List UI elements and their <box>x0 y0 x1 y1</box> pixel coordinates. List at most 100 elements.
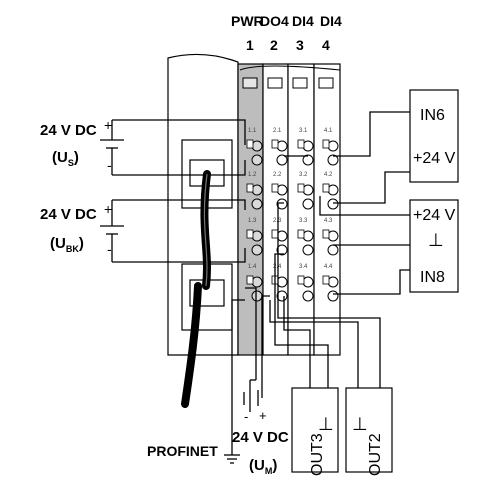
terminal-clamp[interactable] <box>276 154 288 166</box>
supply-um-plus: + <box>259 408 267 423</box>
terminal-clamp[interactable] <box>327 290 339 302</box>
supply-um-symbol: (UM) <box>249 457 277 476</box>
ground-icon <box>224 299 245 464</box>
terminal-clamp[interactable] <box>251 184 263 196</box>
terminal-clamp[interactable] <box>251 290 263 302</box>
module-label-di4-b: DI4 <box>320 13 342 29</box>
terminal-label: 2.1 <box>273 128 282 134</box>
terminal-clamp[interactable] <box>251 244 263 256</box>
terminal-clamp[interactable] <box>327 244 339 256</box>
terminal-release-button[interactable] <box>297 139 305 149</box>
terminal-clamp[interactable] <box>302 154 314 166</box>
terminal-clamp[interactable] <box>327 154 339 166</box>
module-label-di4-a: DI4 <box>292 13 314 29</box>
slot-number-2: 2 <box>270 37 278 53</box>
terminal-clamp[interactable] <box>276 198 288 210</box>
terminal-release-button[interactable] <box>246 183 254 193</box>
supply-um-minus: - <box>244 409 248 424</box>
supply-us-minus: - <box>107 157 112 173</box>
terminal-clamp[interactable] <box>302 198 314 210</box>
terminal-label: 4.1 <box>324 128 333 134</box>
terminal-clamp[interactable] <box>251 140 263 152</box>
terminal-release-button[interactable] <box>271 229 279 239</box>
terminal-clamp[interactable] <box>276 244 288 256</box>
device-in8-name: IN8 <box>420 269 445 286</box>
io-module-strip <box>237 63 341 356</box>
supply-ubk-minus: - <box>107 241 112 257</box>
supply-ubk-voltage: 24 V DC <box>40 206 97 223</box>
supply-us: 24 V DC (US) + - <box>40 117 246 176</box>
slot-number-3: 3 <box>296 37 304 53</box>
module-header: PWR DO4 DI4 DI4 1 2 3 4 <box>231 13 342 53</box>
supply-ubk: 24 V DC (UBK) + - <box>40 199 246 263</box>
terminal-label: 4.3 <box>324 218 333 224</box>
terminal-label: 4.4 <box>324 264 333 270</box>
terminal-release-button[interactable] <box>271 183 279 193</box>
supply-ubk-symbol: (UBK) <box>50 235 84 254</box>
terminal-label: 1.3 <box>248 218 257 224</box>
terminal-label: 2.2 <box>273 172 282 178</box>
device-in8: +24 V ⊥ IN8 <box>319 196 459 295</box>
slot-number-1: 1 <box>246 37 254 53</box>
terminal-release-button[interactable] <box>246 275 254 285</box>
device-out3-ground: ⊥ <box>318 414 334 434</box>
supply-us-symbol: (US) <box>52 149 79 168</box>
terminal-release-button[interactable] <box>322 183 330 193</box>
module-label-do4: DO4 <box>260 13 289 29</box>
terminal-clamp[interactable] <box>302 230 314 242</box>
terminal-label: 1.1 <box>248 128 257 134</box>
device-in6-name: IN6 <box>420 107 445 124</box>
terminal-clamp[interactable] <box>276 184 288 196</box>
supply-um: - + 24 V DC (UM) <box>232 287 289 476</box>
profinet-cable: PROFINET <box>147 170 218 459</box>
supply-um-voltage: 24 V DC <box>232 429 289 446</box>
profinet-label: PROFINET <box>147 443 218 459</box>
terminal-clamp[interactable] <box>302 276 314 288</box>
terminal-release-button[interactable] <box>271 139 279 149</box>
terminal-label: 3.1 <box>299 128 308 134</box>
terminal-release-button[interactable] <box>297 275 305 285</box>
device-out3: OUT3 ⊥ <box>274 253 339 476</box>
terminal-release-button[interactable] <box>297 229 305 239</box>
terminal-release-button[interactable] <box>246 229 254 239</box>
terminal-label: 3.2 <box>299 172 308 178</box>
terminal-clamp[interactable] <box>251 198 263 210</box>
slot-number-4: 4 <box>322 37 330 53</box>
terminal-clamp[interactable] <box>327 276 339 288</box>
terminal-clamp[interactable] <box>276 140 288 152</box>
device-out2: OUT2 ⊥ <box>269 202 393 476</box>
device-out2-ground: ⊥ <box>352 414 368 434</box>
terminal-clamp[interactable] <box>251 230 263 242</box>
terminal-clamp[interactable] <box>302 244 314 256</box>
terminal-clamp[interactable] <box>302 140 314 152</box>
terminal-label: 3.4 <box>299 264 308 270</box>
terminal-clamp[interactable] <box>302 184 314 196</box>
terminal-release-button[interactable] <box>322 229 330 239</box>
terminal-clamp[interactable] <box>327 230 339 242</box>
terminal-clamp[interactable] <box>302 290 314 302</box>
terminal-clamp[interactable] <box>327 140 339 152</box>
terminal-release-button[interactable] <box>297 183 305 193</box>
supply-us-plus: + <box>104 117 112 133</box>
terminal-release-button[interactable] <box>246 139 254 149</box>
terminal-label: 4.2 <box>324 172 333 178</box>
terminal-release-button[interactable] <box>322 139 330 149</box>
device-in6: IN6 +24 V <box>284 89 459 204</box>
terminal-clamp[interactable] <box>251 276 263 288</box>
module-label-pwr: PWR <box>231 13 264 29</box>
device-out3-name: OUT3 <box>309 433 326 476</box>
device-in8-ground: ⊥ <box>428 230 444 250</box>
terminal-clamp[interactable] <box>327 198 339 210</box>
terminal-label: 3.3 <box>299 218 308 224</box>
terminal-clamp[interactable] <box>251 154 263 166</box>
device-out2-name: OUT2 <box>367 433 384 476</box>
terminal-label: 1.4 <box>248 264 257 270</box>
supply-ubk-plus: + <box>104 201 112 217</box>
device-in6-supply: +24 V <box>413 150 456 167</box>
terminal-label: 1.2 <box>248 172 257 178</box>
terminal-release-button[interactable] <box>322 275 330 285</box>
supply-us-voltage: 24 V DC <box>40 122 97 139</box>
terminal-clamp[interactable] <box>327 184 339 196</box>
device-in8-supply: +24 V <box>413 207 456 224</box>
